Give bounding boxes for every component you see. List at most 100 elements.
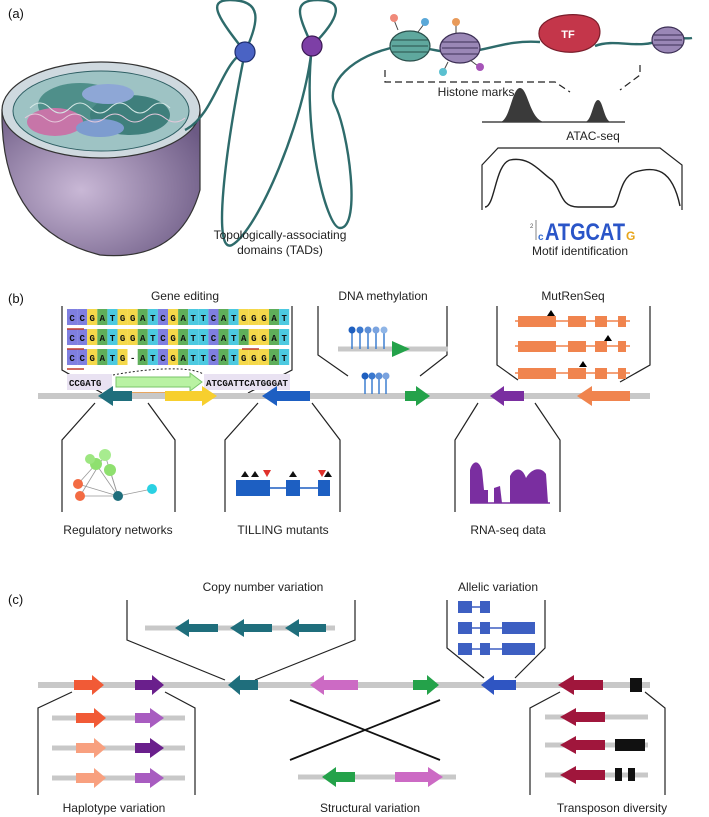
brackets-c-top bbox=[126, 600, 546, 681]
nucleotide-cell bbox=[147, 329, 158, 345]
nucleotide-letter: T bbox=[110, 354, 116, 364]
nucleotide-cell bbox=[127, 329, 138, 345]
motif-letters: ATGCAT bbox=[545, 219, 625, 246]
nucleotide-cell bbox=[188, 349, 199, 365]
nucleotide-cell bbox=[178, 309, 189, 325]
panel-a-label: (a) bbox=[8, 6, 24, 21]
nucleosome-3 bbox=[651, 26, 685, 54]
atac-seq-label: ATAC-seq bbox=[566, 129, 620, 143]
nucleotide-cell bbox=[137, 349, 148, 365]
nucleotide-letter: A bbox=[271, 334, 277, 344]
nucleotide-cell bbox=[157, 349, 168, 365]
nucleotide-letter: C bbox=[79, 314, 85, 324]
haplotype-variation-label: Haplotype variation bbox=[63, 801, 166, 815]
copy-number-variation-label: Copy number variation bbox=[203, 580, 324, 594]
panel-c-label: (c) bbox=[8, 592, 23, 607]
nucleotide-cell bbox=[269, 349, 280, 365]
transcription-factor: TF bbox=[538, 14, 601, 53]
nucleotide-cell bbox=[157, 329, 168, 345]
genes-b bbox=[98, 386, 630, 406]
nucleotide-letter: A bbox=[241, 334, 247, 344]
zoom-guides-a bbox=[384, 65, 641, 93]
nucleotide-cell bbox=[77, 329, 88, 345]
nucleotide-letter: T bbox=[201, 334, 207, 344]
nucleotide-letter: C bbox=[79, 334, 85, 344]
svg-text:c: c bbox=[538, 232, 544, 243]
nucleotide-letter: A bbox=[271, 354, 277, 364]
nucleotide-cell bbox=[67, 309, 78, 325]
svg-text:G: G bbox=[626, 229, 635, 243]
nucleotide-letter: G bbox=[90, 314, 95, 324]
nucleotide-cell bbox=[188, 309, 199, 325]
nucleotide-cell bbox=[218, 329, 229, 345]
tads-label-line1: Topologically-associating bbox=[214, 228, 347, 242]
panel-b-label: (b) bbox=[8, 291, 24, 306]
nucleotide-cell bbox=[107, 309, 118, 325]
nucleotide-cell bbox=[87, 329, 98, 345]
nucleotide-cell bbox=[168, 309, 179, 325]
nucleotide-letter: A bbox=[100, 354, 106, 364]
allelic-variation-label: Allelic variation bbox=[458, 580, 538, 594]
haplotype-tracks bbox=[52, 708, 185, 788]
nucleotide-letter: A bbox=[140, 334, 146, 344]
nucleotide-cell bbox=[67, 349, 78, 365]
nucleotide-cell bbox=[137, 329, 148, 345]
tads-label-line2: domains (TADs) bbox=[237, 243, 323, 257]
nucleotide-letter: C bbox=[69, 354, 75, 364]
nucleotide-letter: T bbox=[191, 314, 197, 324]
regulatory-networks-label: Regulatory networks bbox=[63, 523, 172, 537]
nucleotide-cell bbox=[97, 329, 108, 345]
nucleotide-cell bbox=[228, 329, 239, 345]
nucleotide-letter: C bbox=[211, 334, 217, 344]
svg-text:CCGATG: CCGATG bbox=[69, 379, 101, 389]
regulatory-network-icon bbox=[73, 449, 157, 501]
copy-number-track bbox=[145, 619, 335, 637]
motif-logo: 2 c ATGCAT G bbox=[530, 219, 635, 246]
nucleotide-cell bbox=[157, 309, 168, 325]
nucleotide-letter: G bbox=[170, 354, 175, 364]
nucleotide-cell bbox=[258, 349, 269, 365]
nucleotide-letter: - bbox=[130, 354, 135, 364]
rnaseq-data-label: RNA-seq data bbox=[470, 523, 546, 537]
nucleotide-letter: A bbox=[180, 334, 186, 344]
nucleotide-cell bbox=[127, 309, 138, 325]
nucleotide-letter: G bbox=[170, 334, 175, 344]
allelic-variation-models bbox=[458, 601, 535, 655]
nucleotide-cell bbox=[218, 309, 229, 325]
transposon-tracks bbox=[545, 708, 648, 784]
nucleotide-cell bbox=[198, 349, 209, 365]
tilling-mutants-label: TILLING mutants bbox=[237, 523, 328, 537]
nucleotide-letter: C bbox=[160, 314, 166, 324]
nucleotide-cell bbox=[279, 329, 290, 345]
tilling-gene-model bbox=[236, 470, 332, 496]
nucleotide-letter: C bbox=[211, 314, 217, 324]
accessibility-profile bbox=[484, 158, 681, 208]
brackets-c-bottom bbox=[37, 691, 666, 795]
nucleotide-letter: C bbox=[160, 334, 166, 344]
nucleotide-cell bbox=[87, 309, 98, 325]
nucleotide-cell bbox=[87, 349, 98, 365]
nucleotide-cell bbox=[117, 309, 128, 325]
nucleotide-letter: T bbox=[231, 314, 237, 324]
nucleotide-cell bbox=[107, 349, 118, 365]
nucleotide-letter: G bbox=[130, 314, 135, 324]
nucleotide-cell bbox=[238, 329, 249, 345]
nucleotide-cell bbox=[248, 349, 259, 365]
nucleotide-letter: G bbox=[261, 354, 266, 364]
tf-label: TF bbox=[561, 29, 575, 41]
nucleotide-cell bbox=[117, 349, 128, 365]
nucleotide-letter: C bbox=[160, 354, 166, 364]
nucleotide-cell bbox=[127, 349, 138, 365]
nucleotide-cell bbox=[97, 309, 108, 325]
nucleotide-cell bbox=[97, 349, 108, 365]
nucleotide-letter: C bbox=[69, 314, 75, 324]
nucleotide-cell bbox=[147, 309, 158, 325]
nucleotide-letter: A bbox=[180, 354, 186, 364]
nucleotide-letter: T bbox=[110, 334, 116, 344]
nucleotide-letter: T bbox=[201, 314, 207, 324]
nucleotide-letter: T bbox=[150, 314, 156, 324]
nucleotide-letter: T bbox=[191, 354, 197, 364]
nucleotide-cell bbox=[137, 309, 148, 325]
nucleotide-cell bbox=[238, 309, 249, 325]
